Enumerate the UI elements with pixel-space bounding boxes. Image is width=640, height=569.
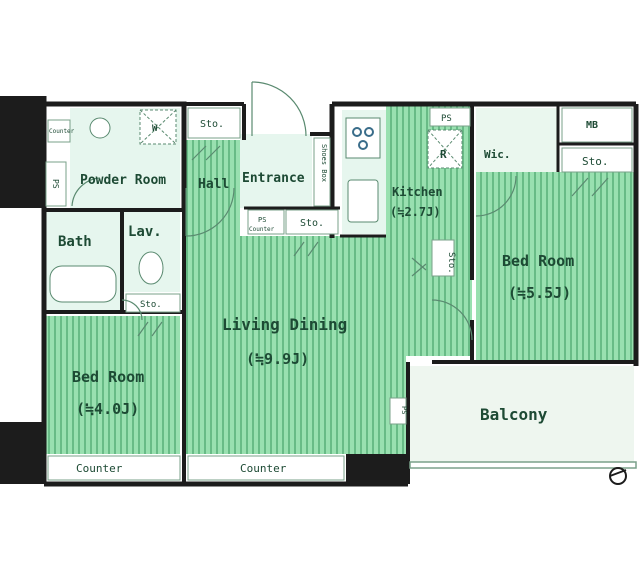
label-counter-entrance: Counter [249, 226, 275, 233]
label-wic: Wic. [484, 148, 511, 161]
sto-bed-right-box [561, 147, 633, 173]
toilet-powder [89, 117, 111, 139]
label-kitchen: Kitchen [392, 185, 443, 199]
label-sto-entrance: Sto. [300, 218, 324, 229]
stove [345, 117, 381, 159]
label-bed-room-right: Bed Room [502, 252, 574, 270]
counter-top-left-box [47, 119, 71, 143]
label-sto-bed-right: Sto. [582, 155, 609, 168]
label-washer: W [152, 124, 158, 134]
label-sto-lav: Sto. [140, 300, 162, 310]
label-living-dining: Living Dining [222, 315, 347, 334]
sto-entrance-box [285, 209, 339, 235]
wic-area [476, 108, 558, 172]
sto-lav-box [125, 293, 181, 313]
wall-block-left-bottom [0, 422, 44, 484]
label-sto-kitchen: Sto. [446, 252, 456, 274]
counter-living-box [187, 455, 345, 481]
label-bed-room-right-size: (≒5.5J) [508, 284, 571, 302]
walls [41, 96, 639, 487]
label-bath: Bath [58, 234, 92, 250]
label-kitchen-size: (≒2.7J) [390, 205, 441, 219]
label-ps-kitchen: PS [441, 114, 452, 124]
toilet-lav [138, 251, 164, 285]
counter-bed-left-box [47, 455, 181, 481]
balcony-railing [409, 461, 637, 469]
mb-box [561, 107, 633, 143]
label-hall: Hall [198, 177, 229, 192]
shoes-box-box [313, 137, 331, 207]
label-mb: MB [586, 120, 598, 131]
sink [347, 179, 379, 223]
ps-entrance-box [247, 209, 285, 235]
label-shoes-box: Shoes Box [320, 144, 328, 182]
ps-balcony-box [389, 397, 407, 425]
label-bed-room-left: Bed Room [72, 368, 144, 386]
door-swings [71, 81, 609, 341]
label-bed-room-left-size: (≒4.0J) [76, 400, 139, 418]
label-counter-living: Counter [240, 462, 287, 475]
bathtub [49, 265, 117, 303]
label-entrance: Entrance [242, 171, 305, 186]
label-sto-hall: Sto. [200, 119, 224, 130]
label-counter-bed-left: Counter [76, 462, 123, 475]
bed-room-left-area [46, 316, 180, 454]
entrance-area [240, 134, 312, 208]
label-balcony: Balcony [480, 405, 548, 424]
sto-kitchen-box [431, 239, 455, 277]
sto-hall-box [187, 107, 241, 139]
label-living-dining-size: (≒9.9J) [246, 350, 309, 368]
hall-area [186, 140, 240, 236]
label-powder-room: Powder Room [80, 173, 166, 188]
ps-kitchen-box [429, 107, 471, 127]
living-dining-area [186, 236, 406, 454]
bed-room-right-area [476, 172, 634, 362]
ps-left-box [45, 161, 67, 207]
wall-block-left-top [0, 96, 44, 208]
label-lav: Lav. [128, 224, 162, 240]
label-counter-top-left: Counter [49, 128, 75, 135]
label-ps-entrance: PS [258, 216, 266, 224]
label-fridge: R [440, 148, 447, 161]
label-ps-balcony: PS [400, 406, 408, 414]
balcony-area [410, 366, 634, 464]
label-ps-left: PS [51, 179, 60, 189]
